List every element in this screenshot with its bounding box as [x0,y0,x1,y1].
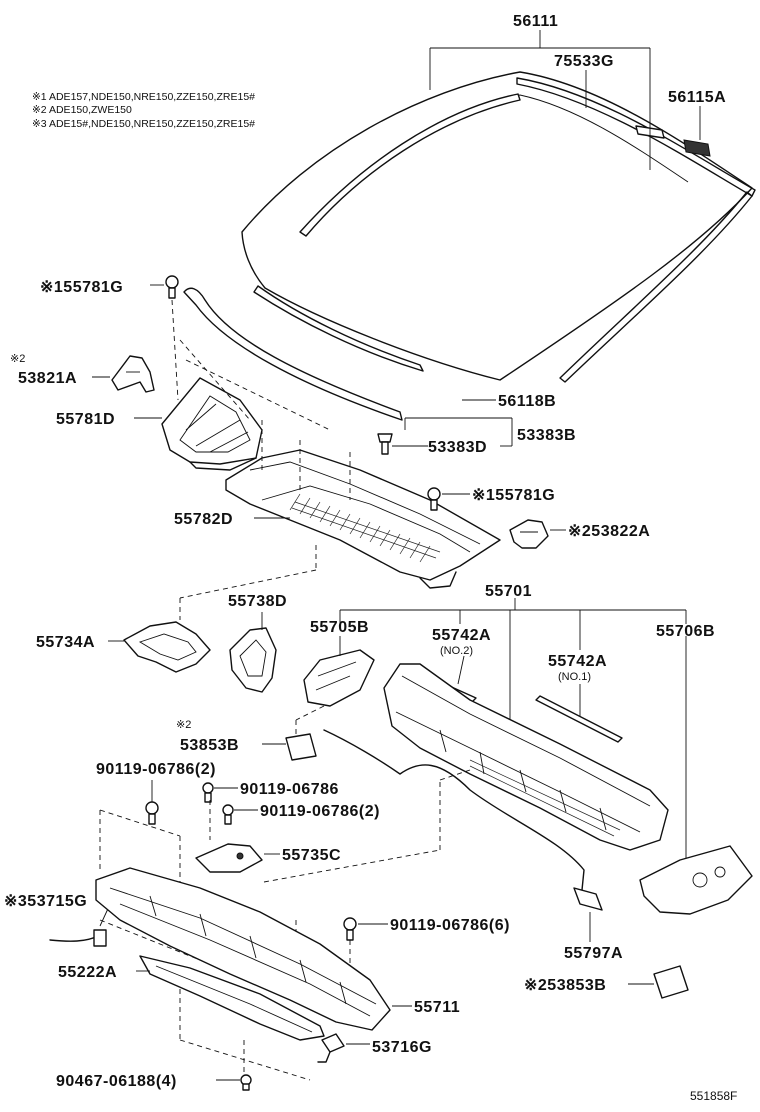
diagram-ref: 551858F [690,1089,737,1103]
note-2: ※2 ADE150,ZWE150 [32,104,132,116]
block-53853B-bottom [628,965,689,999]
lower-panel-55711 [95,867,412,1031]
screw-90119-a [145,780,159,825]
label-90467: 90467-06188(4) [56,1073,177,1090]
applicability-notes: ※1 ADE157,NDE150,NRE150,ZZE150,ZRE15# ※2… [32,91,255,130]
windshield-glass-56111 [241,71,756,383]
label-55797A: 55797A [564,945,623,962]
label-75533G: 75533G [554,53,614,70]
bracket-53821A [92,355,155,393]
label-55706B: 55706B [656,623,715,640]
screw-90119-b [202,782,238,803]
label-53853B-bottom: ※253853B [524,977,606,994]
label-55742A-1-sub: (NO.2) [440,645,473,657]
label-55738D: 55738D [228,593,287,610]
label-55734A: 55734A [36,634,95,651]
cowl-panel-55701 [383,663,669,851]
clip-55781G-mid [427,487,470,511]
seal-55222A [136,955,325,1041]
seal-55742A-no1 [535,684,623,743]
note-1: ※1 ADE157,NDE150,NRE150,ZZE150,ZRE15# [32,91,255,103]
label-56111: 56111 [513,13,558,30]
label-55781G-mid: ※155781G [472,487,555,504]
bracket-55735C [195,843,280,873]
label-53383D: 53383D [428,439,487,456]
mark-53853B-top: ※2 [176,719,191,731]
seal-55738D [229,612,277,693]
label-56118B: 56118B [498,393,556,410]
label-90119-a: 90119-06786(2) [96,761,216,778]
label-55782D: 55782D [174,511,233,528]
mark-53821A: ※2 [10,353,25,365]
bracket-53822A [509,519,566,549]
label-55781G-top: ※155781G [40,279,123,296]
seal-55734A [108,621,211,673]
screw-90119-d [343,917,388,941]
label-90119-d: 90119-06786(6) [390,917,510,934]
label-55711: 55711 [414,999,460,1016]
block-53853B-top [262,733,317,761]
lead-55701 [339,598,687,900]
label-53715G: ※353715G [4,893,87,910]
label-55742A-1: 55742A [432,627,491,644]
bracket-55705B [295,636,375,738]
label-53853B-top: 53853B [180,737,239,754]
label-53822A: ※253822A [568,523,650,540]
louver-55782D [225,449,501,589]
guides-louver [179,339,351,620]
label-53716G: 53716G [372,1039,432,1056]
label-55742A-2: 55742A [548,653,607,670]
clip-55781G-top [150,275,179,401]
screw-90119-c [222,804,258,825]
label-55735C: 55735C [282,847,341,864]
lead-56111 [429,30,701,170]
label-55222A: 55222A [58,964,117,981]
side-panel-55706B [639,845,753,915]
label-55781D: 55781D [56,411,115,428]
cable-55797A [323,729,603,942]
nut-90467 [216,1074,252,1091]
weatherstrip-56118B [183,285,496,421]
panel-55781D [134,377,263,471]
label-55705B: 55705B [310,619,369,636]
clip-53716G [317,1033,370,1063]
label-90119-c: 90119-06786(2) [260,803,380,820]
label-53383B: 53383B [517,427,576,444]
label-53821A: 53821A [18,370,77,387]
label-90119-b: 90119-06786 [240,781,339,798]
label-56115A: 56115A [668,89,726,106]
clip-53383D [377,417,513,455]
label-55701: 55701 [485,583,532,600]
label-55742A-2-sub: (NO.1) [558,671,591,683]
note-3: ※3 ADE15#,NDE150,NRE150,ZZE150,ZRE15# [32,118,255,130]
